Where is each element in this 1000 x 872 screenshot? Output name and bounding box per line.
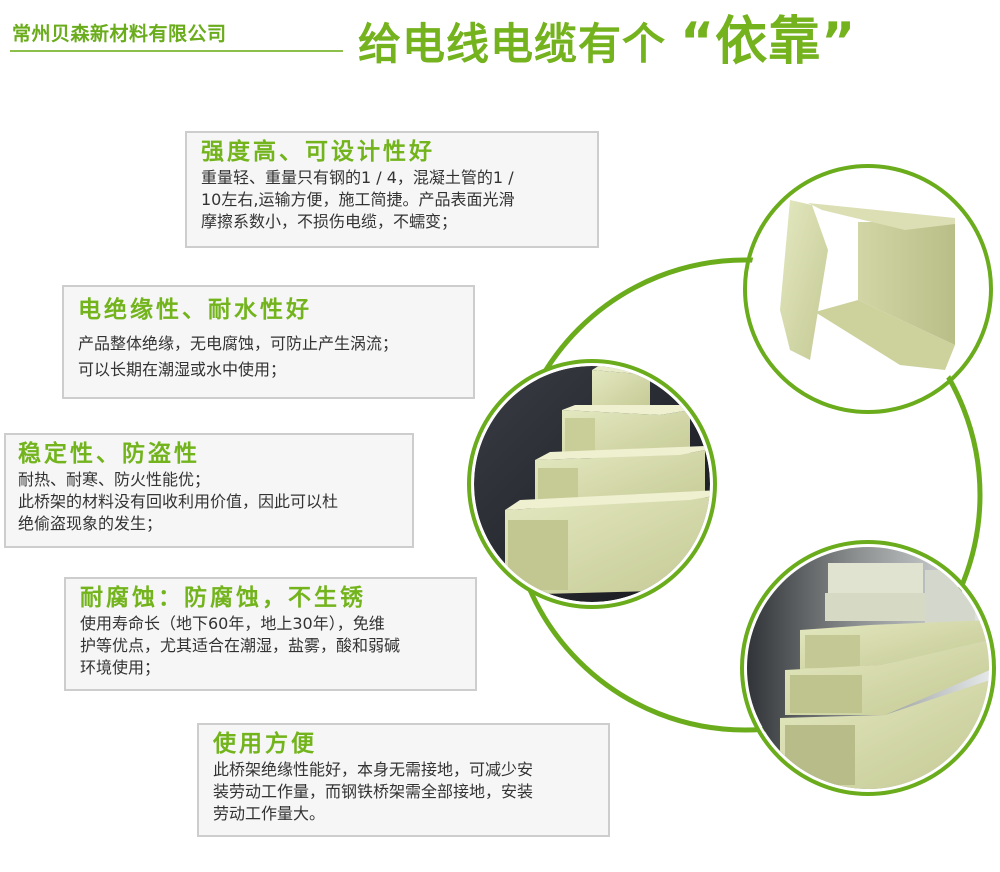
product-image-stacked-trays xyxy=(474,366,710,602)
feature-description: 使用寿命长（地下60年，地上30年），免维 护等优点，尤其适合在潮湿，盐雾，酸和… xyxy=(80,614,401,677)
feature-description: 耐热、耐寒、防火性能优； 此桥架的材料没有回收利用价值，因此可以杜 绝偷盗现象的… xyxy=(18,470,339,533)
feature-description: 重量轻、重量只有钢的1 / 4，混凝土管的1 / 10左右,运输方便，施工简捷。… xyxy=(201,168,515,231)
feature-description: 此桥架绝缘性能好，本身无需接地，可减少安 装劳动工作量，而钢铁桥架需全部接地，安… xyxy=(213,760,534,823)
feature-title: 强度高、可设计性好 xyxy=(201,139,435,165)
main-title-emphasis: “依靠” xyxy=(680,12,857,72)
feature-title: 电绝缘性、耐水性好 xyxy=(78,297,312,323)
product-image-open-tray xyxy=(749,170,987,408)
feature-description: 产品整体绝缘，无电腐蚀，可防止产生涡流； 可以长期在潮湿或水中使用； xyxy=(78,334,399,379)
feature-title: 耐腐蚀：防腐蚀，不生锈 xyxy=(80,585,366,611)
feature-box-stability: 稳定性、防盗性 耐热、耐寒、防火性能优； 此桥架的材料没有回收利用价值，因此可以… xyxy=(4,433,414,548)
feature-title: 使用方便 xyxy=(213,731,317,757)
company-name: 常州贝森新材料有限公司 xyxy=(12,23,227,45)
product-image-tray-stack xyxy=(747,547,989,789)
feature-box-corrosion: 耐腐蚀：防腐蚀，不生锈 使用寿命长（地下60年，地上30年），免维 护等优点，尤… xyxy=(64,577,477,691)
feature-title: 稳定性、防盗性 xyxy=(18,441,200,467)
main-title: 给电线电缆有个 “依靠” xyxy=(358,12,856,75)
feature-box-insulation: 电绝缘性、耐水性好 产品整体绝缘，无电腐蚀，可防止产生涡流； 可以长期在潮湿或水… xyxy=(62,285,475,399)
main-title-prefix: 给电线电缆有个 xyxy=(358,20,666,70)
header-divider xyxy=(10,50,343,52)
feature-box-strength: 强度高、可设计性好 重量轻、重量只有钢的1 / 4，混凝土管的1 / 10左右,… xyxy=(185,131,599,248)
feature-box-convenience: 使用方便 此桥架绝缘性能好，本身无需接地，可减少安 装劳动工作量，而钢铁桥架需全… xyxy=(197,723,610,837)
